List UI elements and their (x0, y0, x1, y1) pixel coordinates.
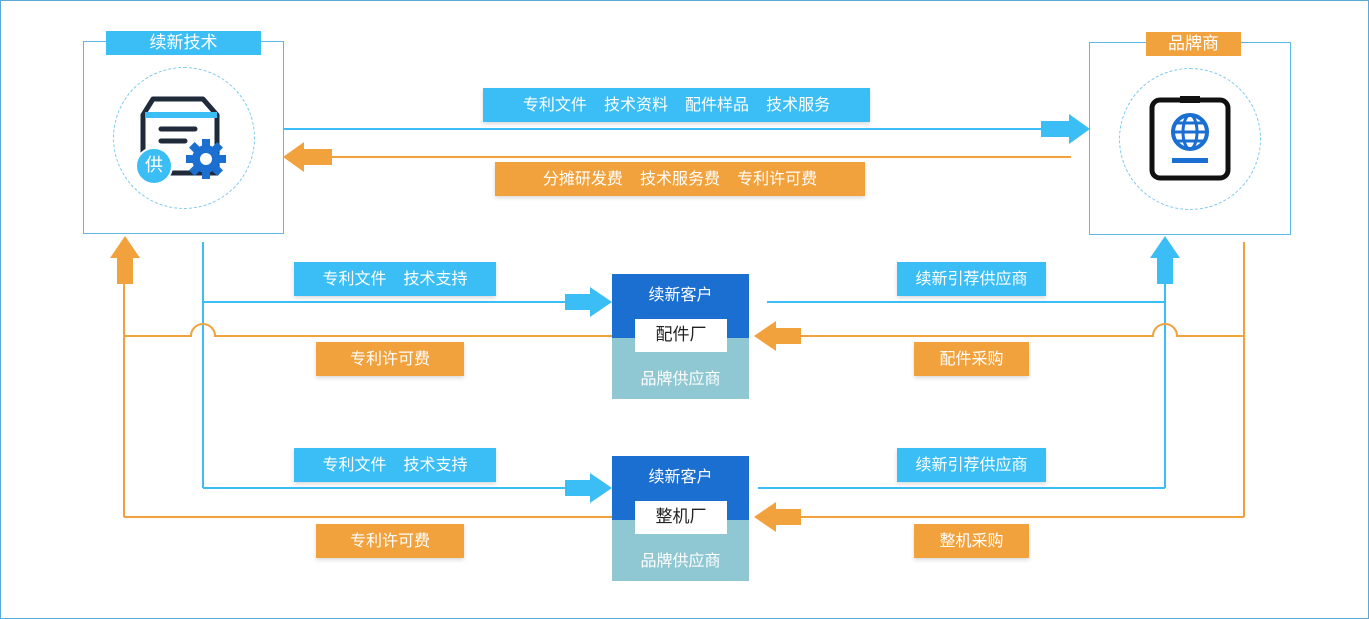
arrow-up-brand (1150, 236, 1180, 284)
row1-left-orange (124, 323, 612, 337)
label-item: 技术资料 (603, 95, 668, 114)
tech-icon-circle (113, 67, 255, 209)
row2-right-orange-label: 整机采购 (914, 524, 1029, 558)
supplier-box-gear-icon (133, 93, 233, 183)
label-item: 专利文件 (522, 95, 587, 114)
arrow-right-cust2 (565, 473, 612, 503)
customer-type: 整机厂 (635, 501, 727, 534)
customer-role: 品牌供应商 (640, 369, 721, 388)
customer-label: 续新客户 (648, 467, 713, 486)
supplier-badge: 供 (135, 147, 173, 185)
customer-box-parts-factory: 续新客户 配件厂 品牌供应商 (612, 274, 749, 399)
arrow-left-cust2 (754, 502, 801, 532)
arrow-right-cust1 (565, 287, 612, 317)
row1-left-orange-label: 专利许可费 (316, 342, 464, 376)
label-item: 技术服务 (766, 95, 831, 114)
label-item: 技术服务费 (639, 169, 720, 188)
row1-right-blue-label: 续新引荐供应商 (897, 262, 1046, 296)
label-item: 专利许可费 (737, 169, 818, 188)
arrow-right-brand (1041, 114, 1090, 144)
arrow-left-tech (283, 142, 332, 172)
customer-type: 配件厂 (635, 319, 727, 352)
row2-right-blue-label: 续新引荐供应商 (897, 448, 1046, 482)
label-item: 技术支持 (403, 269, 468, 288)
supplier-badge-text: 供 (145, 155, 163, 176)
label-to-tech: 分摊研发费 技术服务费 专利许可费 (495, 162, 865, 196)
brand-icon-circle (1119, 68, 1261, 210)
tech-node-title: 续新技术 (106, 31, 261, 55)
arrow-up-tech (110, 236, 140, 284)
label-item: 技术支持 (403, 455, 468, 474)
row2-left-blue-label: 专利文件 技术支持 (294, 448, 496, 482)
label-to-brand: 专利文件 技术资料 配件样品 技术服务 (483, 88, 870, 122)
label-item: 配件样品 (685, 95, 750, 114)
row1-left-blue-label: 专利文件 技术支持 (294, 262, 496, 296)
row1-right-orange (790, 323, 1244, 337)
row1-right-orange-label: 配件采购 (914, 342, 1029, 376)
brand-node-title: 品牌商 (1146, 32, 1241, 56)
row2-left-orange-label: 专利许可费 (316, 524, 464, 558)
arrow-left-cust1 (754, 321, 801, 351)
label-item: 专利文件 (322, 269, 387, 288)
label-item: 分摊研发费 (542, 169, 623, 188)
customer-role: 品牌供应商 (640, 551, 721, 570)
brand-globe-badge-icon (1146, 94, 1234, 182)
customer-box-whole-machine-factory: 续新客户 整机厂 品牌供应商 (612, 456, 749, 581)
label-item: 专利文件 (322, 455, 387, 474)
customer-label: 续新客户 (648, 285, 713, 304)
